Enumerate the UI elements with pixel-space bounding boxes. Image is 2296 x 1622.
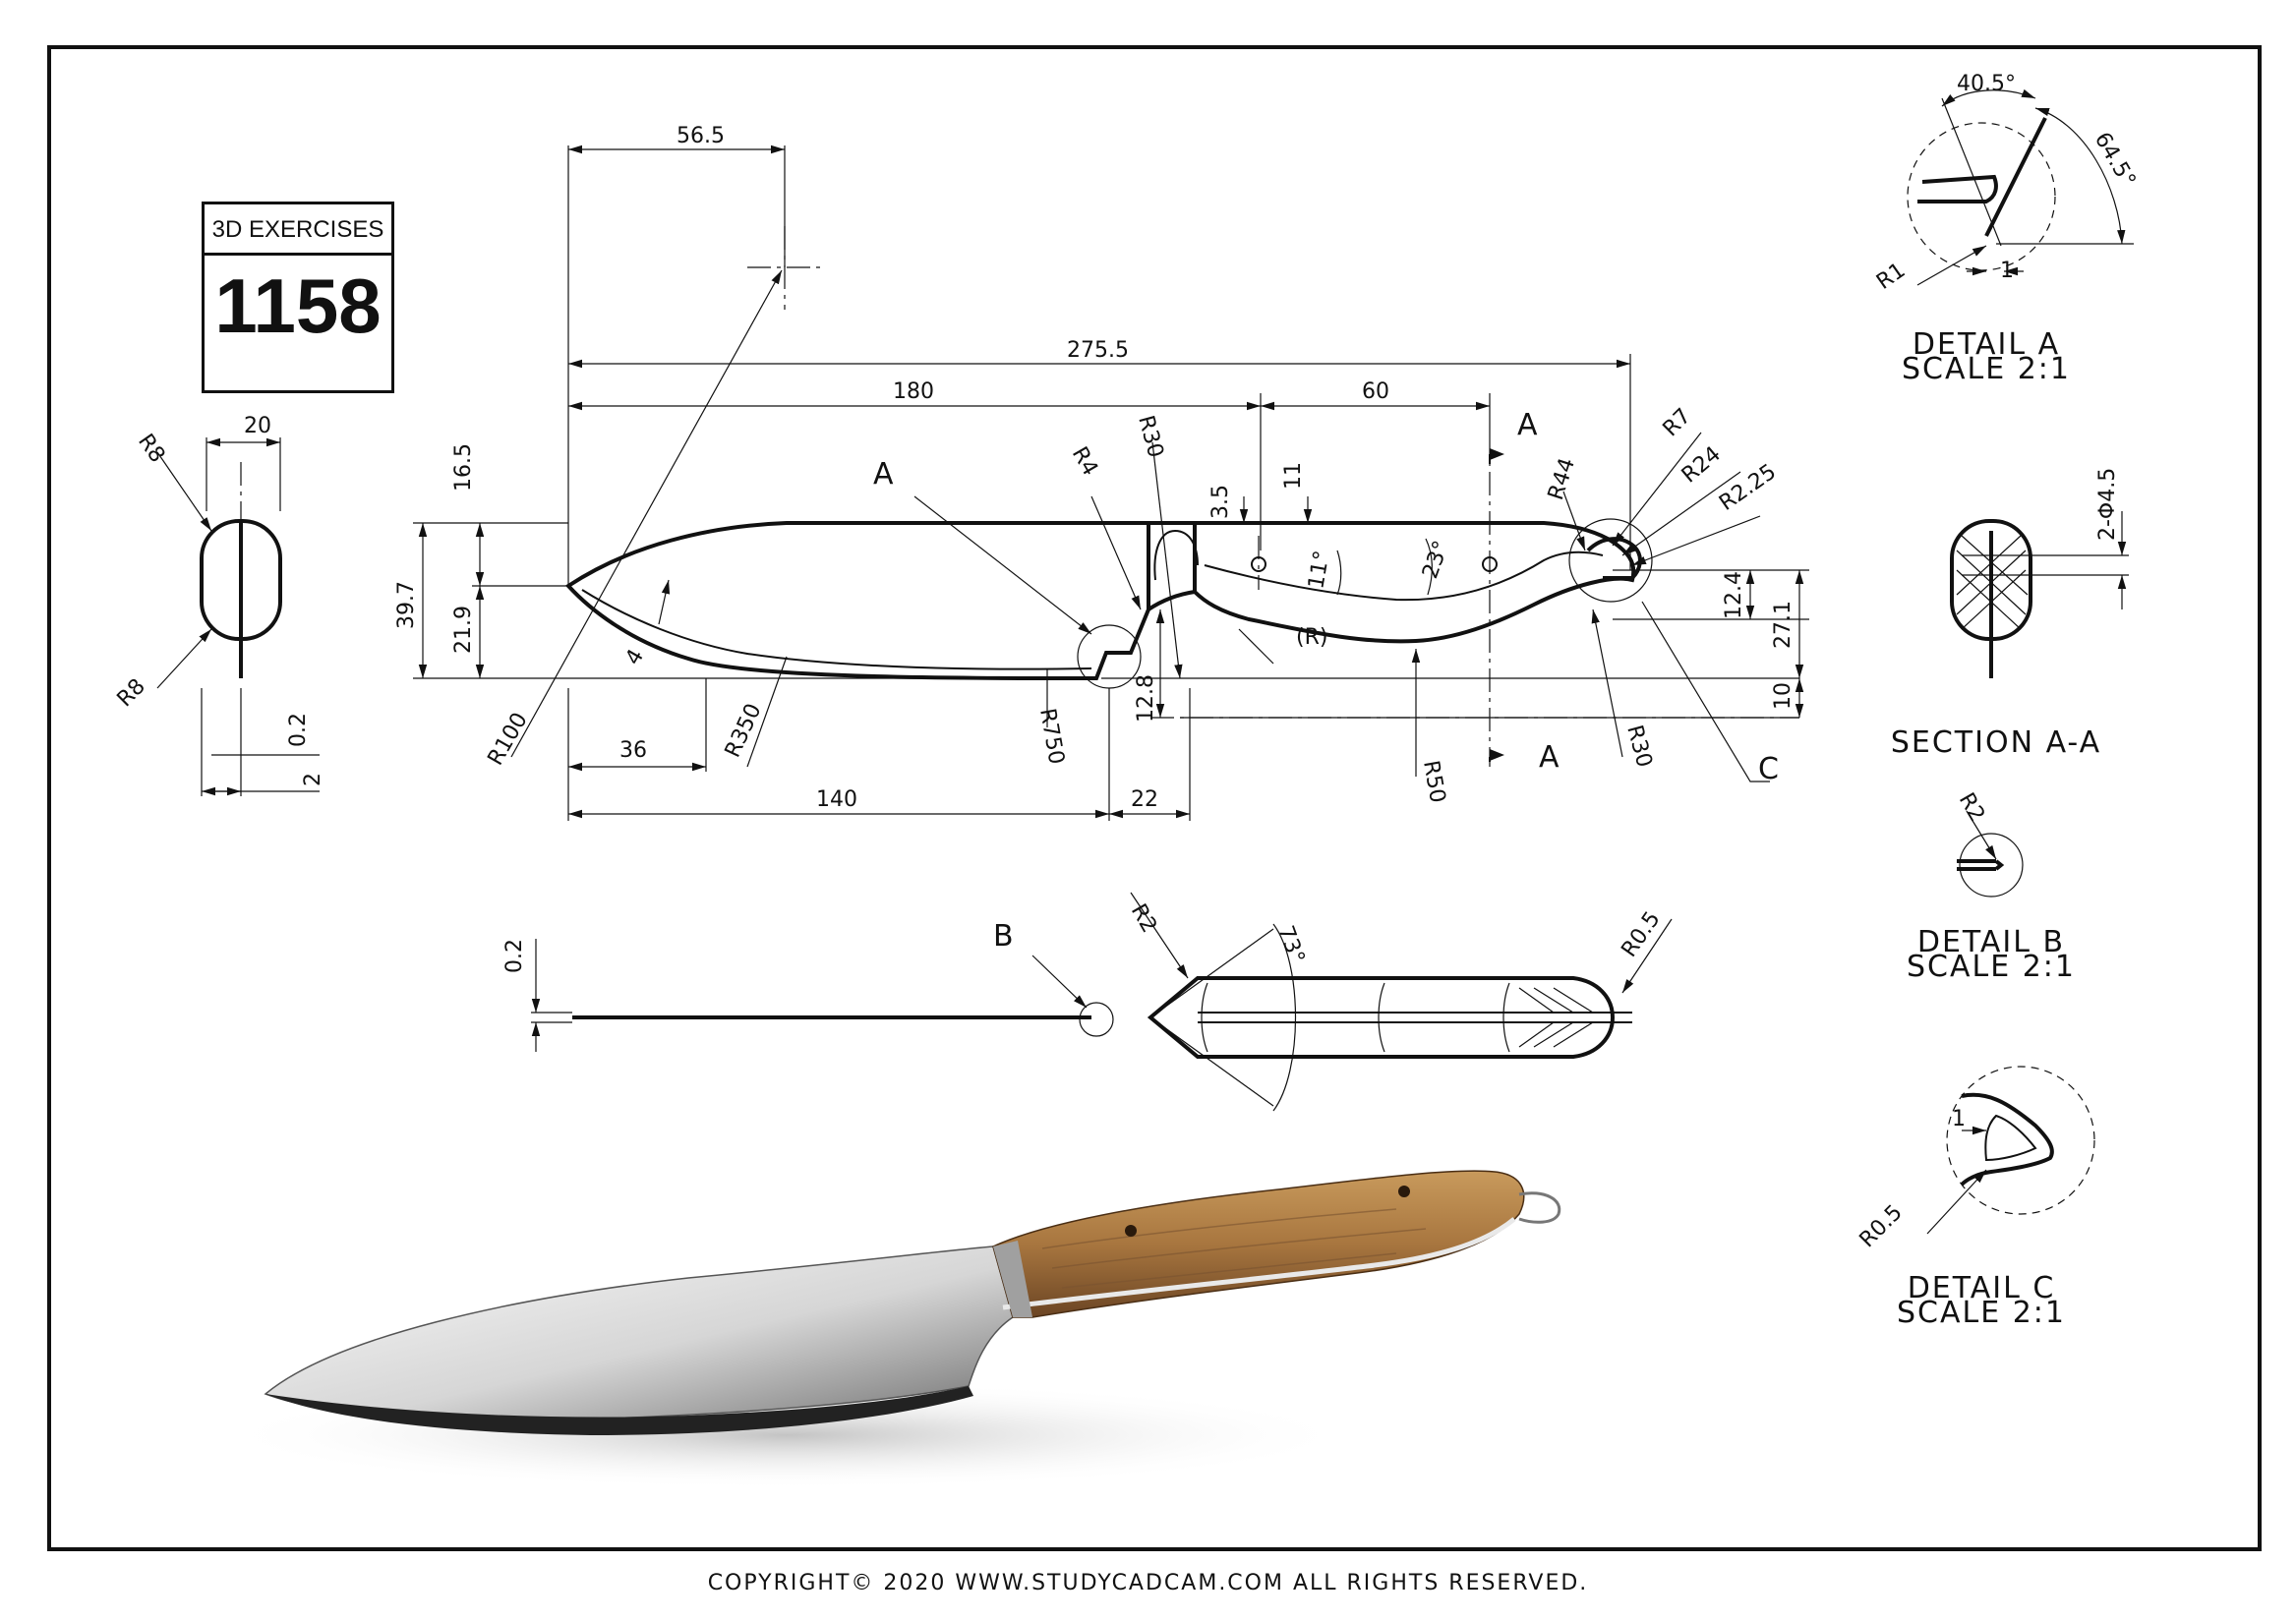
end-dim-0-2: 0.2: [286, 713, 311, 747]
radius-label-r50: R50: [1418, 759, 1449, 805]
dim-label-12-4: 12.4: [1722, 571, 1746, 619]
detail-label-c: C: [1758, 752, 1781, 786]
dim-label-10: 10: [1771, 682, 1796, 710]
top-view: 0.2 B R2 73° R0.5: [502, 892, 1673, 1112]
dim-label-27-1: 27.1: [1771, 601, 1796, 649]
detail-c-radius-r0-5: R0.5: [1855, 1200, 1908, 1252]
exercise-number: 1158: [214, 262, 382, 349]
section-label-a: A: [873, 457, 896, 492]
detail-b-title: DETAIL B: [1917, 925, 2065, 959]
angle-label-23: 23°: [1418, 538, 1454, 582]
leader-r30b: [1591, 608, 1623, 758]
dim-label-275-5: 275.5: [1067, 338, 1129, 363]
dim-label-140: 140: [816, 787, 857, 812]
detail-c-scale: SCALE 2:1: [1897, 1296, 2066, 1330]
leader-r100: [510, 269, 783, 758]
detail-c-circle: [1568, 518, 1653, 603]
radius-label-r750: R750: [1034, 707, 1069, 767]
dim-label-12-8: 12.8: [1134, 674, 1158, 723]
detail-a-angle-64-5: 64.5°: [2090, 129, 2141, 192]
radius-label-r30a: R30: [1133, 413, 1167, 460]
end-radius-r8-bottom: R8: [113, 674, 150, 712]
radius-label-r4: R4: [1067, 443, 1102, 481]
leader-a: [913, 495, 1092, 635]
sheet-border: [47, 45, 2262, 1551]
end-dim-20: 20: [244, 414, 271, 438]
leader-c: [1641, 601, 1770, 782]
dim-label-22: 22: [1131, 787, 1158, 812]
radius-label-r100: R100: [484, 709, 533, 770]
top-radius-r2: R2: [1126, 900, 1161, 938]
dim-label-39-7: 39.7: [394, 581, 419, 629]
leader-r7: [1612, 432, 1702, 547]
copyright-notice: COPYRIGHT© 2020 WWW.STUDYCADCAM.COM ALL …: [707, 1571, 1589, 1595]
detail-a-radius-r1: R1: [1872, 259, 1910, 295]
section-a-a-title: SECTION A-A: [1891, 725, 2101, 760]
render-blade: [264, 1245, 1014, 1422]
leader-r44: [1562, 491, 1586, 551]
detail-c: 1 R0.5 DETAIL C SCALE 2:1: [1855, 1066, 2095, 1330]
dim-label-180: 180: [893, 379, 934, 404]
detail-b-scale: SCALE 2:1: [1907, 950, 2076, 984]
section-arrow-a-bottom: A: [1539, 740, 1561, 775]
top-radius-r0-5: R0.5: [1617, 907, 1665, 962]
detail-c-dim-1: 1: [1952, 1107, 1966, 1131]
radius-label-r7: R7: [1659, 404, 1696, 441]
angle-label-11: 11°: [1304, 549, 1334, 591]
blade-edge-bevel: [581, 589, 1092, 670]
leader-r30a: [1151, 441, 1183, 679]
leader-r24: [1621, 471, 1741, 556]
detail-a-scale: SCALE 2:1: [1902, 352, 2071, 386]
detail-a-angle-40-5: 40.5°: [1957, 72, 2016, 96]
detail-c-title: DETAIL C: [1908, 1271, 2056, 1305]
section-a-a: 2-Φ4.5 SECTION A-A: [1891, 468, 2129, 760]
top-angle-73: 73°: [1272, 923, 1309, 967]
handle-inner-line: [1204, 550, 1604, 602]
radius-label-r30b: R30: [1621, 723, 1656, 770]
detail-a-title: DETAIL A: [1913, 327, 2060, 362]
blade-outline: [564, 521, 1150, 681]
exercise-box: 3D EXERCISES 1158: [202, 202, 394, 393]
end-view: 20 R8 R8 0.2 2: [113, 414, 325, 796]
detail-b-radius-r2: R2: [1954, 789, 1989, 827]
detail-b-circle: [1079, 1002, 1114, 1037]
knife-render-image: [216, 1170, 1561, 1489]
detail-label-b: B: [993, 919, 1016, 954]
dim-label-36: 36: [619, 738, 647, 763]
dim-label-16-5: 16.5: [451, 443, 476, 492]
section-holes-label: 2-Φ4.5: [2095, 468, 2120, 541]
end-dim-2: 2: [301, 773, 325, 786]
detail-b: R2 DETAIL B SCALE 2:1: [1907, 789, 2076, 985]
radius-label-r2-25: R2.25: [1715, 460, 1781, 516]
label-r-paren: (R): [1296, 625, 1327, 650]
radius-label-r24: R24: [1678, 442, 1726, 489]
section-arrow-a-top: A: [1517, 408, 1540, 442]
detail-a: 40.5° 64.5° R1 1 DETAIL A SCALE 2:1: [1872, 72, 2140, 386]
dim-label-4: 4: [621, 645, 650, 669]
dim-label-60: 60: [1362, 379, 1389, 404]
leader-r2-25: [1631, 515, 1761, 566]
dim-label-56-5: 56.5: [677, 124, 725, 148]
side-view: 56.5 275.5 180 60 16.5 39.7 21.9 4 36 14…: [394, 124, 1809, 821]
leader-r4: [1090, 495, 1142, 610]
dim-label-11: 11: [1281, 462, 1306, 490]
exercise-label: 3D EXERCISES: [205, 204, 391, 256]
radius-label-r44: R44: [1544, 455, 1580, 503]
detail-a-dim-1: 1: [2000, 259, 2014, 283]
dim-label-3-5: 3.5: [1208, 485, 1233, 519]
leader-4: [658, 579, 671, 625]
dim-label-21-9: 21.9: [451, 606, 476, 654]
leader-r350: [746, 656, 788, 768]
top-dim-0-2: 0.2: [502, 939, 527, 973]
